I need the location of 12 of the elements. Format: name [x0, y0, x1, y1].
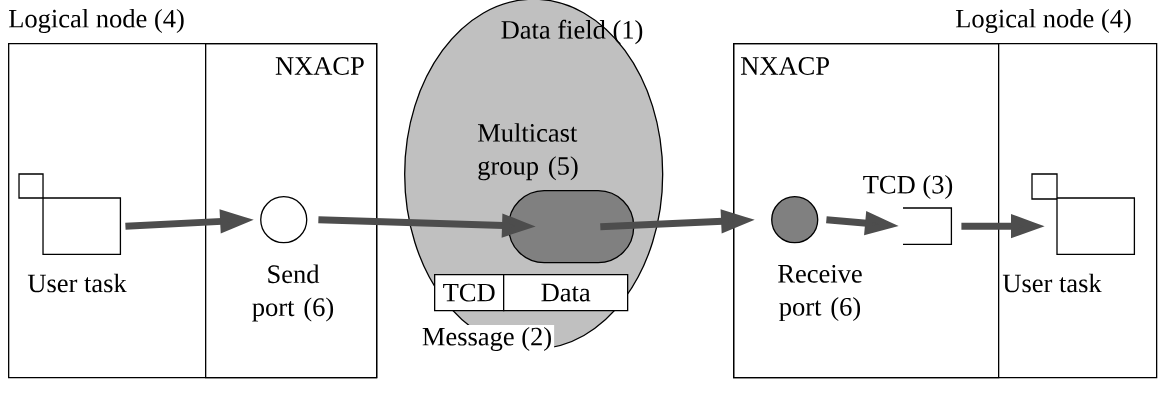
table-cell: Data — [503, 274, 629, 312]
node-title: Logical node (4) — [9, 8, 184, 34]
task-label: User task — [27, 273, 127, 293]
port-label: Receive port (6) — [778, 264, 862, 322]
port-label: Send port (6) — [252, 264, 334, 322]
message-label: Message (2) — [419, 324, 555, 354]
group-label: Multicast group (5) — [478, 123, 578, 181]
bracket-label: TCD (3) — [863, 174, 953, 199]
field-label: Data field (1) — [501, 19, 643, 45]
task-label: User task — [1002, 273, 1102, 293]
node-title: Logical node (4) — [955, 8, 1131, 34]
table-cell: TCD — [434, 274, 505, 312]
